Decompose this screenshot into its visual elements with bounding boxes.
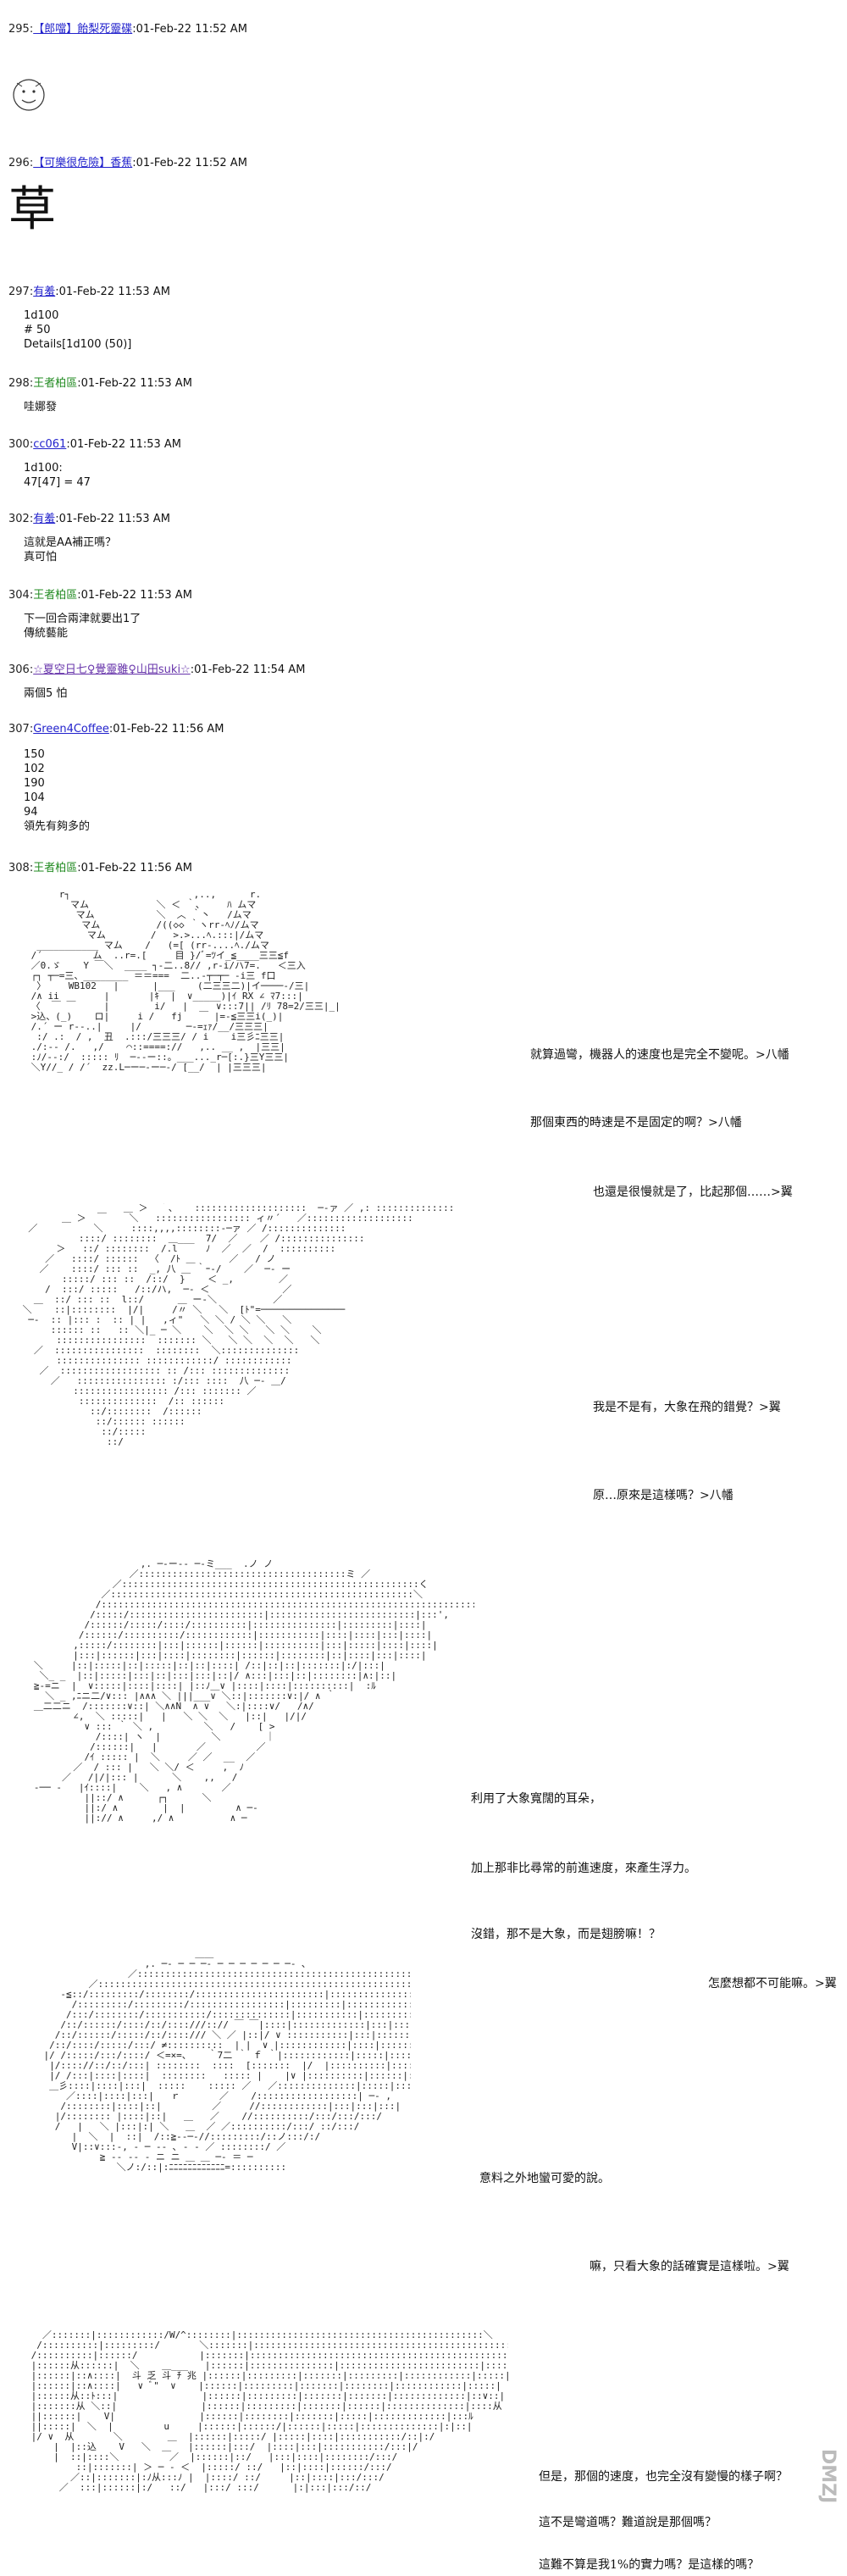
post-304: 304:王者柏區:01-Feb-22 11:53 AM 下一回合兩津就要出1了 …: [8, 588, 822, 641]
poster-name-link[interactable]: 【可樂很危險】香蕉: [33, 157, 133, 169]
post-line: # 50: [24, 324, 51, 336]
post-number: 307:: [8, 723, 34, 736]
post-line: 哇娜發: [24, 401, 58, 414]
post-date: :01-Feb-22 11:53 AM: [77, 589, 192, 602]
post-line: 102: [24, 763, 45, 775]
ascii-art-panel-2: ＿ ＞ ｀、 :::::::::::::::::::: ─‐ァ ／ ,: :::…: [22, 1203, 455, 1447]
poster-name: 王者柏區: [33, 862, 78, 874]
post-line: 94: [24, 806, 38, 819]
poster-name-link[interactable]: 有羞: [33, 286, 56, 298]
dialog-line: 原…原來是這樣嗎？>八幡: [593, 1489, 734, 1502]
dialog-line: 也還是很慢就是了，比起那個……>翼: [593, 1185, 793, 1199]
post-date: :01-Feb-22 11:53 AM: [77, 377, 192, 390]
dialog-line: 沒錯，那不是大象，而是翅膀嘛！？: [471, 1928, 661, 1941]
post-date: :01-Feb-22 11:56 AM: [77, 862, 192, 874]
post-line: 真可怕: [24, 551, 58, 564]
poster-name-link[interactable]: 【郎噹】飴梨死靈碟: [33, 23, 133, 36]
post-date: :01-Feb-22 11:53 AM: [55, 286, 170, 298]
post-line: 兩個5 怕: [24, 687, 68, 700]
ascii-art-panel-5: ／:::::::|::::::::::::/W/^::::::::|::::::…: [30, 2330, 508, 2493]
post-298: 298:王者柏區:01-Feb-22 11:53 AM 哇娜發: [8, 376, 822, 414]
dialog-line: 意料之外地蠻可愛的說。: [479, 2172, 610, 2185]
post-number: 302:: [8, 513, 34, 525]
post-number: 304:: [8, 589, 34, 602]
ascii-art-panel-3: ,. ─‐ー‐‐ ─-ミ___ .ノ ノ ／::::::::::::::::::…: [33, 1559, 474, 1824]
post-line: 190: [24, 777, 45, 790]
post-307: 307:Green4Coffee:01-Feb-22 11:56 AM 150 …: [8, 722, 822, 834]
dialog-line: 就算過彎，機器人的速度也是完全不變呢。>八幡: [530, 1048, 789, 1062]
post-date: :01-Feb-22 11:53 AM: [66, 438, 182, 451]
post-line: Details[1d100 (50)]: [24, 338, 132, 351]
post-line: 下一回合兩津就要出1了: [24, 613, 141, 625]
post-number: 306:: [8, 663, 34, 676]
post-date: :01-Feb-22 11:53 AM: [55, 513, 170, 525]
ascii-art-panel-4: ＿＿ ,. ─‐ ─ ─ ─‐ ─ ─ ─ ─ ─ ─ ─‐ ､ ／::::::…: [43, 1949, 411, 2173]
dialog-line: 那個東西的時速是不是固定的啊？>八幡: [530, 1116, 742, 1130]
post-number: 295:: [8, 23, 34, 36]
poster-name-link[interactable]: ☆夏空日七♀覺靈雖♀山田suki☆: [33, 663, 191, 676]
post-date: :01-Feb-22 11:52 AM: [132, 157, 247, 169]
post-line: 領先有夠多的: [24, 820, 91, 833]
post-date: :01-Feb-22 11:52 AM: [132, 23, 247, 36]
post-300: 300:cc061:01-Feb-22 11:53 AM 1d100: 47[4…: [8, 437, 822, 490]
post-297: 297:有羞:01-Feb-22 11:53 AM 1d100 # 50 Det…: [8, 285, 822, 352]
post-296: 296:【可樂很危險】香蕉:01-Feb-22 11:52 AM 草: [8, 156, 822, 237]
poster-name-link[interactable]: cc061: [33, 438, 67, 451]
post-308: 308:王者柏區:01-Feb-22 11:56 AM: [8, 861, 822, 876]
post-line: 150: [24, 748, 45, 761]
post-number: 298:: [8, 377, 34, 390]
post-number: 300:: [8, 438, 34, 451]
post-302: 302:有羞:01-Feb-22 11:53 AM 這就是AA補正嗎？ 真可怕: [8, 512, 822, 564]
post-number: 308:: [8, 862, 34, 874]
post-line: 1d100: [24, 309, 59, 322]
poster-name-link[interactable]: 有羞: [33, 513, 56, 525]
face-doodle-icon: [13, 79, 45, 111]
big-glyph: 草: [8, 182, 56, 237]
dialog-line: 我是不是有，大象在飛的錯覺？>翼: [593, 1401, 781, 1414]
post-number: 296:: [8, 157, 34, 169]
post-line: 1d100:: [24, 462, 63, 475]
dialog-line: 這難不算是我1%的實力嗎？是這樣的嗎？: [539, 2558, 760, 2572]
post-line: 這就是AA補正嗎？: [24, 536, 117, 549]
ascii-art-panel-1: r┐ ,.., r. マム ＼ ＜ ｀、 ﾊ ムマ マム ＼ ︿ ｀丶 /ムマ …: [30, 890, 340, 1073]
dialog-line: 利用了大象寬闊的耳朵，: [471, 1792, 601, 1806]
post-306: 306:☆夏空日七♀覺靈雖♀山田suki☆:01-Feb-22 11:54 AM…: [8, 663, 822, 701]
dialog-line: 但是，那個的速度，也完全沒有變慢的樣子啊？: [539, 2470, 788, 2484]
dialog-line: 怎麼想都不可能嘛。>翼: [708, 1977, 837, 1990]
post-date: :01-Feb-22 11:54 AM: [190, 663, 306, 676]
dialog-line: 這不是彎道嗎？難道說是那個嗎？: [539, 2516, 717, 2529]
post-date: :01-Feb-22 11:56 AM: [108, 723, 224, 736]
post-295: 295:【郎噹】飴梨死靈碟:01-Feb-22 11:52 AM: [8, 22, 822, 37]
poster-name: 王者柏區: [33, 589, 78, 602]
poster-name: 王者柏區: [33, 377, 78, 390]
post-line: 傳統藝能: [24, 627, 69, 640]
dialog-line: 加上那非比尋常的前進速度，來產生浮力。: [471, 1862, 696, 1875]
post-line: 47[47] = 47: [24, 476, 91, 489]
poster-name-link[interactable]: Green4Coffee: [33, 723, 109, 736]
watermark-logo: DMZJ: [817, 2449, 839, 2504]
dialog-line: 嘛，只看大象的話確實是這樣啦。>翼: [590, 2260, 789, 2273]
post-line: 104: [24, 791, 45, 804]
post-number: 297:: [8, 286, 34, 298]
